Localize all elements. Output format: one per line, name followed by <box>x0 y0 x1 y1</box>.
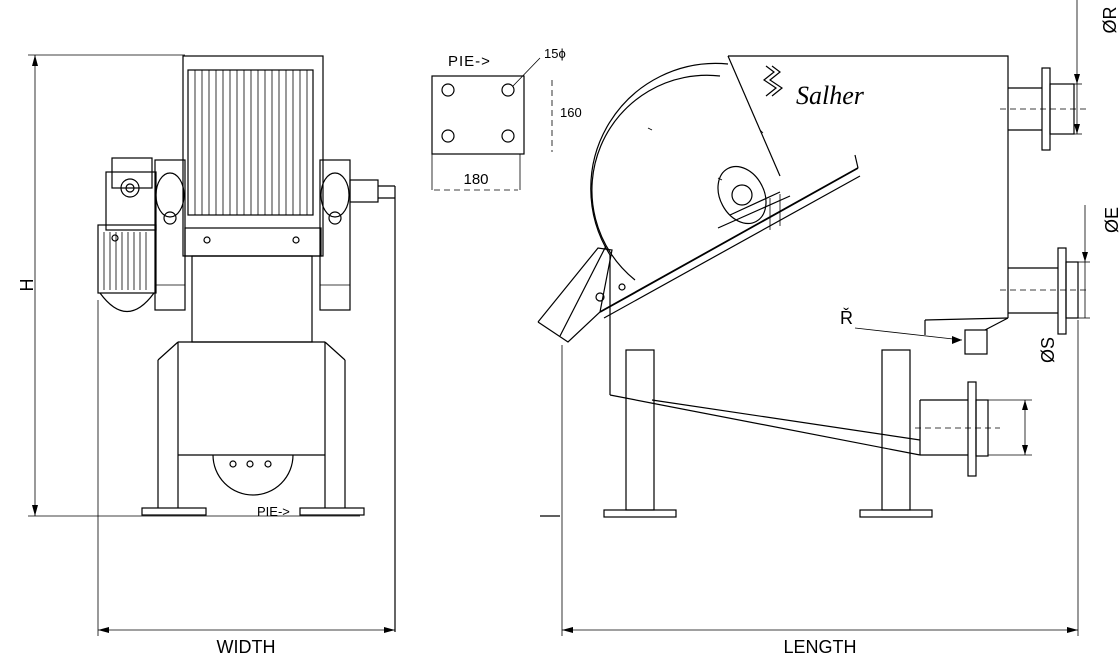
r-label: Ř <box>840 308 853 328</box>
foot-height-label: 160 <box>560 105 582 120</box>
foot-detail: PIE-> 15ϕ 160 180 <box>431 46 582 191</box>
side-view: Salher <box>537 0 1120 657</box>
front-foot-label: PIE-> <box>257 504 290 519</box>
inlet-r-diameter-label: ØR <box>1100 6 1120 33</box>
height-dimension-label: H <box>17 279 37 292</box>
length-dimension-label: LENGTH <box>783 637 856 657</box>
foot-detail-label: PIE-> <box>448 53 491 70</box>
outlet-s-diameter-label: ØS <box>1038 337 1058 363</box>
front-view: H <box>17 54 396 657</box>
drum-slats <box>194 70 308 215</box>
width-dimension-label: WIDTH <box>217 637 276 657</box>
outlet-e-diameter-label: ØE <box>1102 207 1120 233</box>
hole-diameter-label: 15ϕ <box>544 46 566 61</box>
brand-logo <box>762 65 784 97</box>
brand-name: Salher <box>796 81 865 110</box>
foot-width-label: 180 <box>463 171 488 188</box>
